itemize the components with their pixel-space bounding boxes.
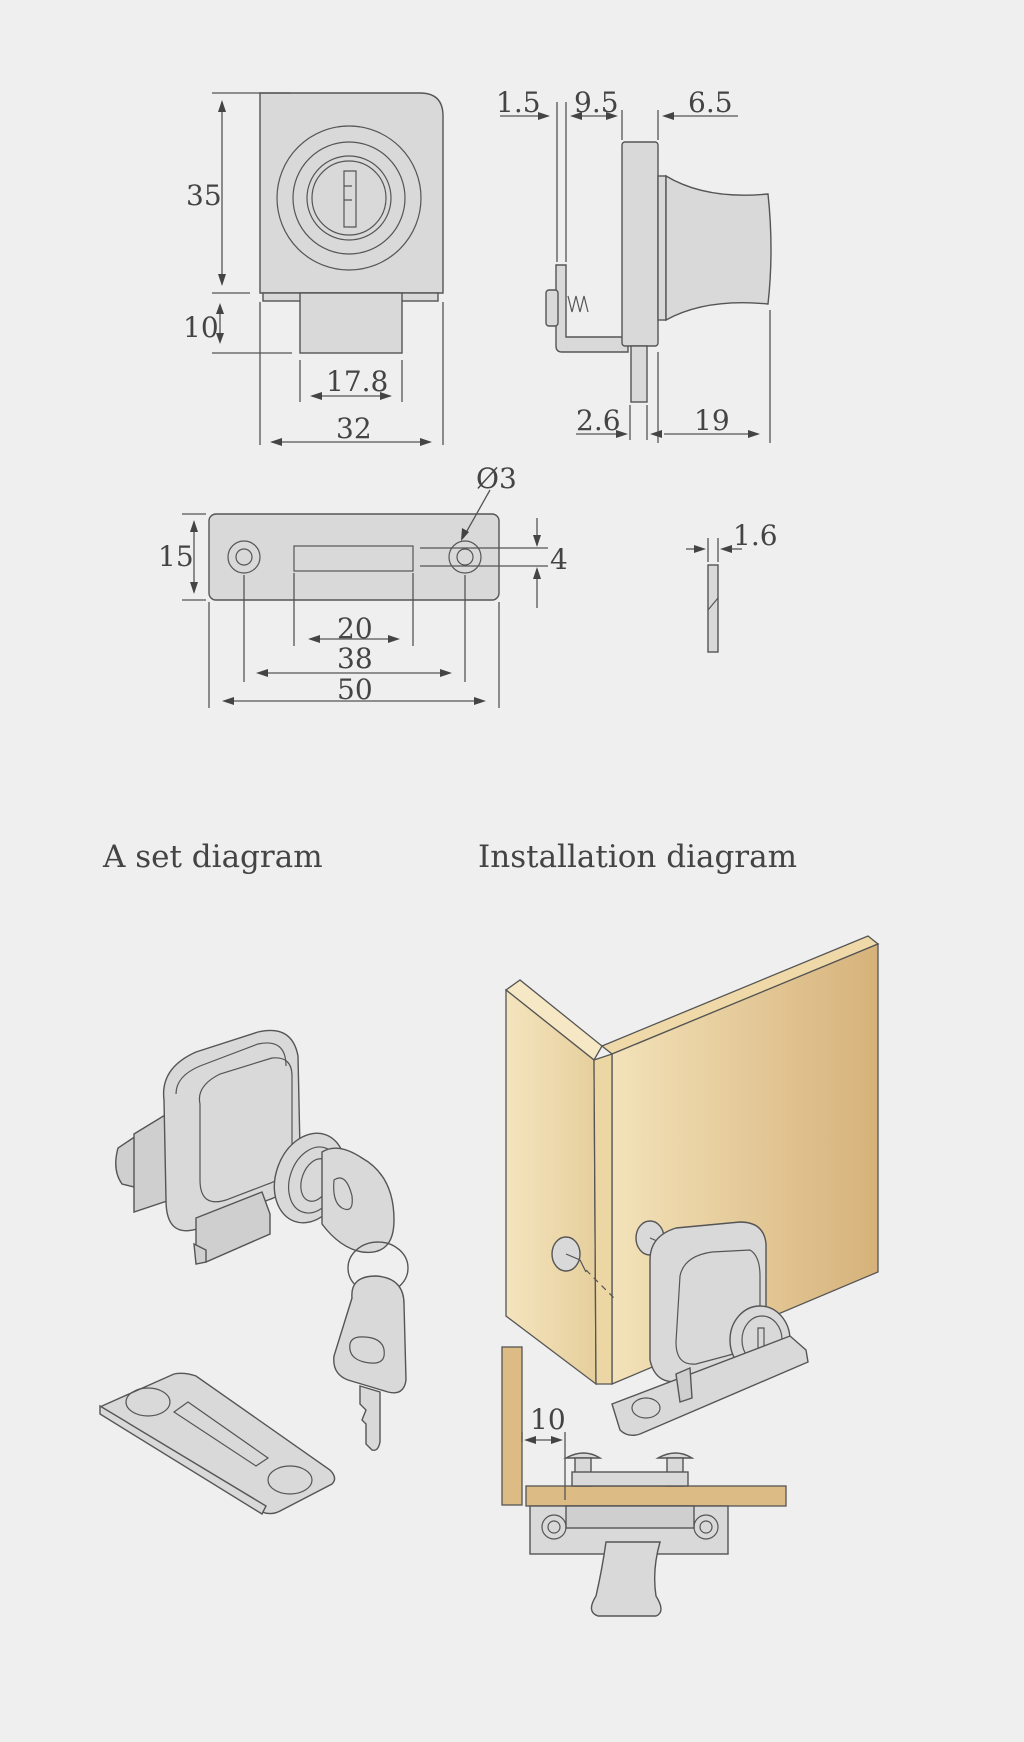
dim-side-knob: 19 bbox=[694, 404, 730, 437]
dim-plate-length: 50 bbox=[337, 673, 373, 706]
dim-side-gap: 1.5 bbox=[496, 86, 541, 119]
dim-front-inner-width: 17.8 bbox=[326, 365, 388, 398]
side-view-drawing bbox=[500, 102, 772, 443]
strike-plate-drawing bbox=[182, 489, 548, 708]
dim-front-height: 35 bbox=[186, 179, 222, 212]
dim-plate-slot: 20 bbox=[337, 612, 373, 645]
plate-thickness-drawing bbox=[686, 538, 742, 653]
dim-side-body: 6.5 bbox=[688, 86, 733, 119]
dim-side-spacer: 2.6 bbox=[576, 404, 621, 437]
dim-plate-hole-offset: 4 bbox=[550, 543, 568, 576]
dim-plate-height: 15 bbox=[158, 540, 194, 573]
installation-diagram-illustration bbox=[501, 935, 880, 1617]
dim-front-tongue: 10 bbox=[183, 311, 219, 344]
dim-plate-hole: Ø3 bbox=[476, 462, 517, 495]
dim-front-width: 32 bbox=[336, 412, 372, 445]
dim-plate-thickness: 1.6 bbox=[733, 519, 778, 552]
caption-installation-diagram: Installation diagram bbox=[478, 839, 797, 875]
set-diagram-illustration bbox=[99, 1029, 409, 1515]
dim-side-bracket: 9.5 bbox=[574, 86, 619, 119]
front-view-drawing bbox=[212, 92, 444, 446]
dim-install-gap: 10 bbox=[530, 1403, 566, 1436]
caption-set-diagram: A set diagram bbox=[102, 839, 323, 875]
dim-plate-hole-spacing: 38 bbox=[337, 642, 373, 675]
